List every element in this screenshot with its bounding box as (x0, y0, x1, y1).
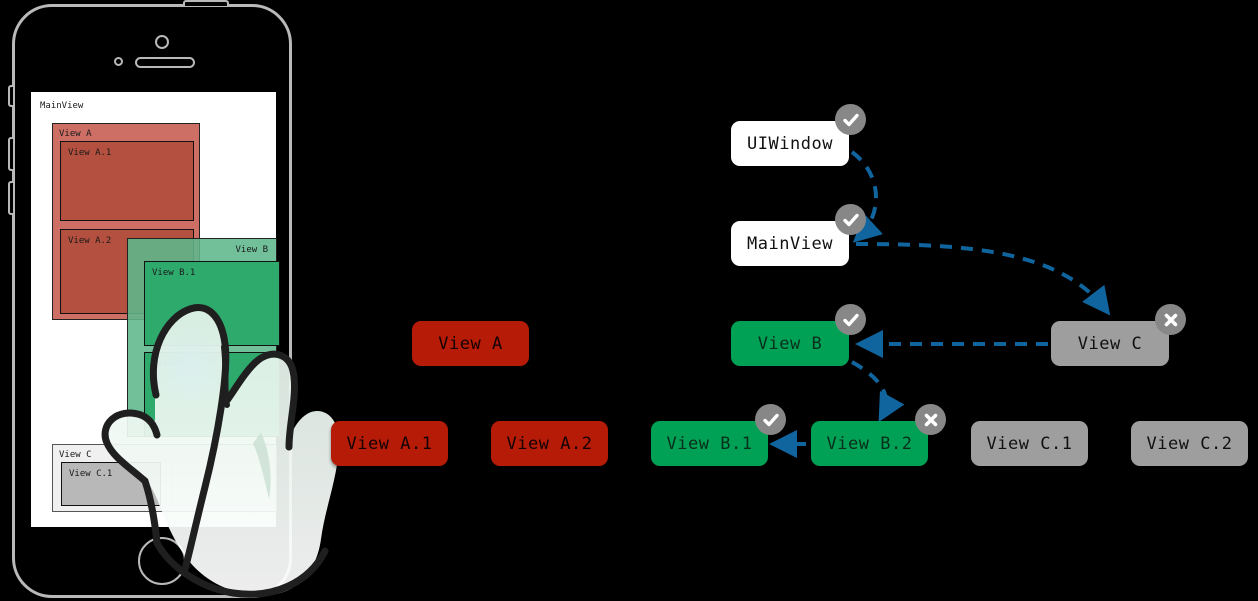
screen-mainview-label: MainView (40, 101, 84, 111)
node-view-b-label: View B (757, 333, 823, 354)
screen-view-b1-label: View B.1 (152, 268, 196, 278)
node-view-a1[interactable]: View A.1 (331, 421, 448, 466)
node-view-b[interactable]: View B (731, 321, 849, 366)
phone-sensor-icon (114, 57, 123, 66)
screen-view-c-label: View C (59, 450, 92, 460)
screen-view-a-label: View A (59, 129, 92, 139)
edge-viewc-to-mainview (858, 250, 1050, 344)
checkmark-icon-view-b (835, 304, 866, 335)
edge-group (769, 150, 1111, 458)
checkmark-icon-view-b1 (755, 404, 786, 435)
node-view-c1-label: View C.1 (986, 433, 1073, 454)
node-view-c2[interactable]: View C.2 (1131, 421, 1248, 466)
node-mainview[interactable]: MainView (731, 221, 849, 266)
node-view-a2-label: View A.2 (506, 433, 593, 454)
node-view-b2-label: View B.2 (826, 433, 913, 454)
node-view-a1-label: View A.1 (346, 433, 433, 454)
cross-icon-view-b2 (915, 404, 946, 435)
phone-power-button (183, 0, 229, 6)
phone-speaker-icon (135, 57, 195, 68)
node-view-b1[interactable]: View B.1 (651, 421, 768, 466)
node-view-b1-label: View B.1 (666, 433, 753, 454)
screen-view-a2-label: View A.2 (68, 236, 112, 246)
cross-icon-view-c (1155, 304, 1186, 335)
node-view-b2[interactable]: View B.2 (811, 421, 928, 466)
phone-camera-icon (155, 35, 169, 49)
screen-view-a1-label: View A.1 (68, 148, 112, 158)
phone-mute-switch (8, 85, 13, 107)
edge-uiwindow-to-mainview (850, 150, 883, 243)
screen-view-b-label: View B (235, 245, 268, 255)
checkmark-icon-mainview (835, 204, 866, 235)
node-view-c[interactable]: View C (1051, 321, 1169, 366)
screen-view-c1-label: View C.1 (69, 469, 113, 479)
checkmark-icon-uiwindow (835, 104, 866, 135)
node-view-a2[interactable]: View A.2 (491, 421, 608, 466)
phone-volume-down-button (8, 181, 13, 215)
node-uiwindow-label: UIWindow (747, 133, 833, 154)
edge-mainview-to-viewc (855, 242, 1111, 316)
screen-view-a1[interactable]: View A.1 (60, 141, 194, 221)
phone-volume-up-button (8, 137, 13, 171)
node-view-a[interactable]: View A (412, 321, 529, 366)
node-uiwindow[interactable]: UIWindow (731, 121, 849, 166)
node-view-c2-label: View C.2 (1146, 433, 1233, 454)
edge-viewb-to-viewb2 (851, 360, 905, 423)
node-view-c-label: View C (1077, 333, 1143, 354)
node-view-a-label: View A (438, 333, 503, 354)
node-view-c1[interactable]: View C.1 (971, 421, 1088, 466)
node-mainview-label: MainView (747, 233, 833, 254)
